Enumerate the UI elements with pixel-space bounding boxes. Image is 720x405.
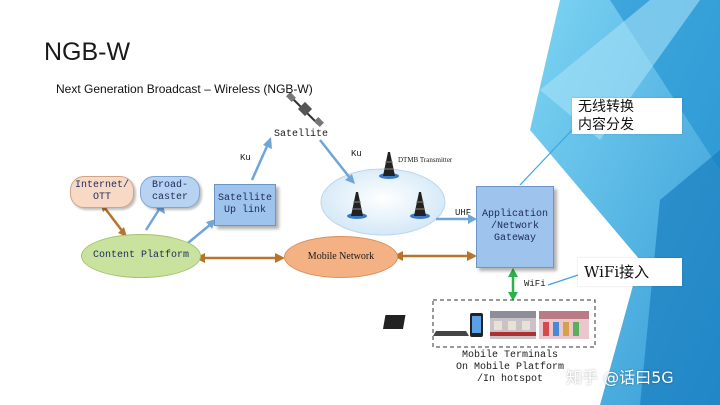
content-platform-node: Content Platform xyxy=(81,234,201,278)
ku-uplink-label: Ku xyxy=(240,153,251,163)
internet-ott-node: Internet/ OTT xyxy=(70,176,134,208)
tower-icon xyxy=(379,152,399,179)
broadcaster-node: Broad- caster xyxy=(140,176,200,208)
watermark: 知乎 @话曰5G xyxy=(566,368,674,387)
tower-icon xyxy=(347,192,367,219)
gateway-node: Application /Network Gateway xyxy=(476,186,554,268)
wireless-distribution-callout: 无线转换 内容分发 xyxy=(572,98,682,134)
dtmb-coverage-ellipse xyxy=(320,168,446,236)
laptop-icon xyxy=(382,315,469,336)
mobile-terminals-area xyxy=(432,299,596,348)
satellite-uplink-node: Satellite Up link xyxy=(214,184,276,226)
phone-icon xyxy=(470,313,483,337)
wifi-label: WiFi xyxy=(524,279,546,289)
satellite-icon xyxy=(286,92,324,127)
dtmb-transmitter-label: DTMB Transmitter xyxy=(398,156,453,164)
train-icon xyxy=(490,311,536,339)
tower-icon xyxy=(410,192,430,219)
mobile-network-node: Mobile Network xyxy=(284,236,398,278)
wifi-access-callout: WiFi接入 xyxy=(578,258,682,286)
uhf-label: UHF xyxy=(455,208,472,218)
slide-title: NGB-W xyxy=(44,38,131,66)
satellite-label: Satellite xyxy=(274,129,329,140)
mobile-terminals-label: Mobile Terminals On Mobile Platform /In … xyxy=(455,350,565,385)
station-icon xyxy=(539,311,589,339)
ku-downlink-label: Ku xyxy=(351,149,362,159)
slide-subtitle: Next Generation Broadcast – Wireless (NG… xyxy=(56,82,313,96)
